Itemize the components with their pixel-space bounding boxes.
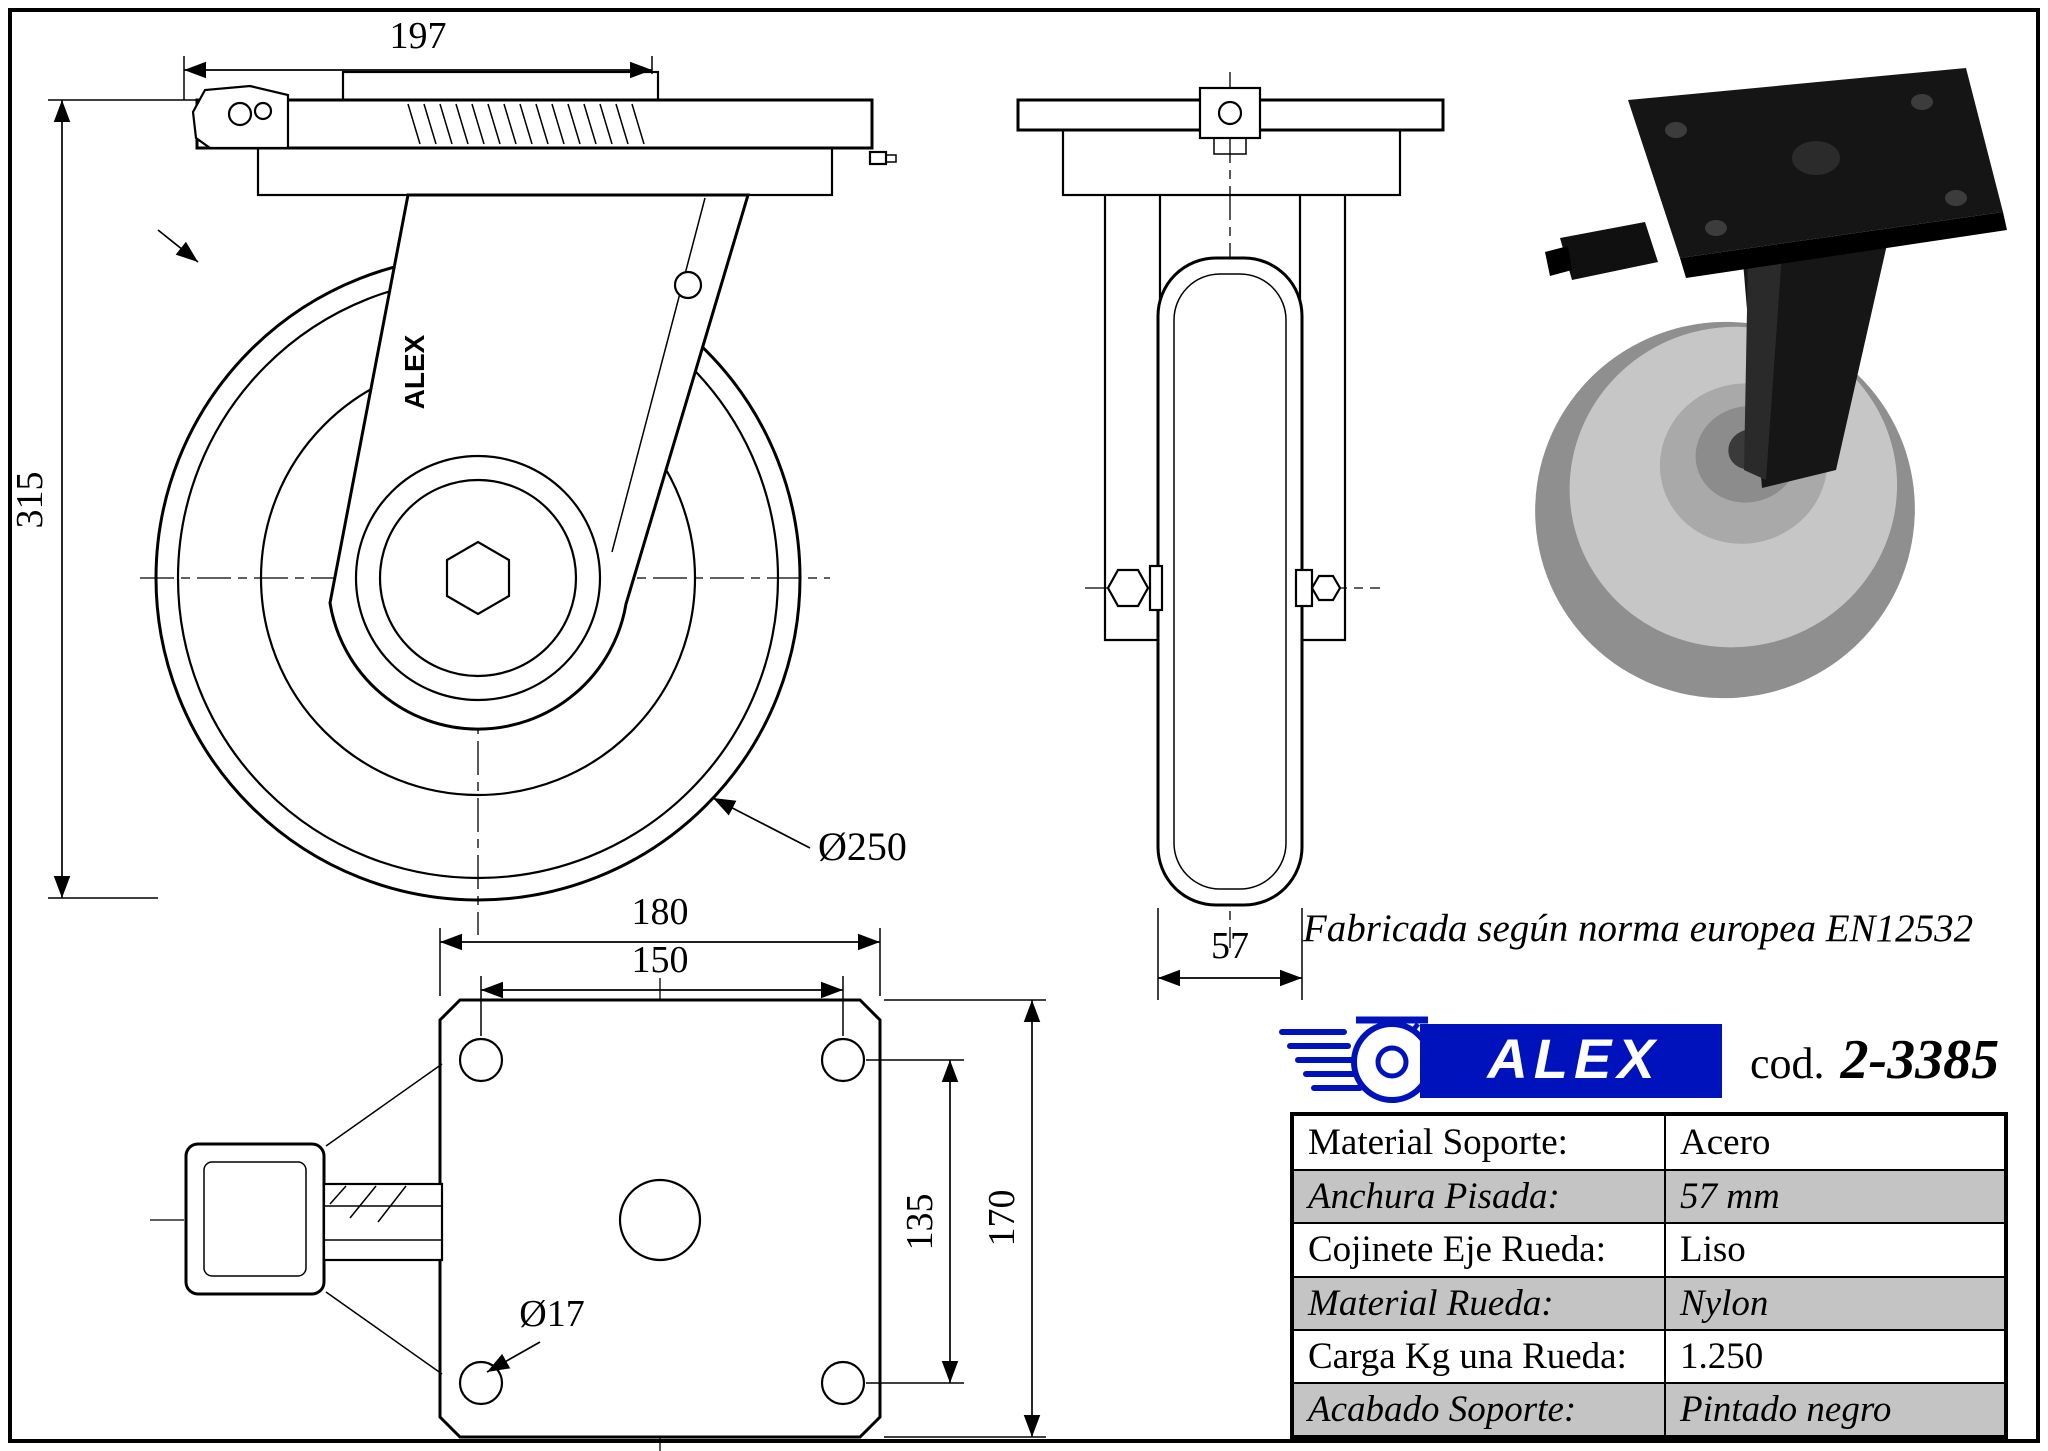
spec-value: Liso bbox=[1664, 1224, 2004, 1276]
brake-pivot-hole bbox=[227, 101, 253, 127]
dim-text-315: 315 bbox=[9, 472, 51, 529]
photo-fork-highlight bbox=[1744, 253, 1782, 480]
dimension-135: 135 bbox=[866, 1059, 964, 1384]
photo-wheel bbox=[1535, 321, 1915, 699]
dim-text-180: 180 bbox=[632, 891, 689, 933]
grease-fitting-tip bbox=[885, 154, 897, 163]
photo-plate-hole bbox=[1945, 190, 1967, 206]
plate-top-view: 180 150 135 170 Ø17 bbox=[150, 891, 1046, 1451]
brake-arm bbox=[322, 1182, 444, 1262]
photo-plate-center-hole bbox=[1792, 141, 1840, 175]
axle-nut bbox=[1310, 574, 1342, 602]
dim-text-d17: Ø17 bbox=[519, 1293, 584, 1335]
axle-bolt-head bbox=[1106, 568, 1150, 608]
axle-washer-right bbox=[1294, 568, 1314, 608]
wheel-diameter-callout: Ø250 bbox=[712, 797, 907, 869]
dimension-170: 170 bbox=[884, 999, 1046, 1438]
bolt-hole-top-left bbox=[458, 1037, 504, 1083]
dim-text-d250: Ø250 bbox=[818, 824, 907, 869]
logo-caster-wheel-icon bbox=[1351, 1021, 1433, 1103]
side-view: 57 bbox=[1016, 72, 1445, 1000]
dim-text-170: 170 bbox=[981, 1190, 1023, 1247]
product-code: cod. 2-3385 bbox=[1750, 1028, 1999, 1092]
fork-silhouette-line bbox=[325, 1063, 443, 1147]
spec-label: Material Rueda: bbox=[1308, 1282, 1554, 1324]
standard-note: Fabricada según norma europea EN12532 bbox=[1302, 907, 1974, 950]
spec-table: Material Soporte: Acero Anchura Pisada: … bbox=[1290, 1112, 2008, 1439]
brake-arm-hatch bbox=[329, 1185, 407, 1223]
photo-plate-hole bbox=[1665, 122, 1687, 138]
tread-leader-arrow bbox=[157, 229, 199, 263]
spec-row: Carga Kg una Rueda: 1.250 bbox=[1294, 1328, 2004, 1382]
dimension-150: 150 bbox=[480, 939, 844, 1036]
spec-value: Nylon bbox=[1664, 1277, 2004, 1329]
dimension-197: 197 bbox=[183, 15, 653, 100]
hub-inner-circle bbox=[378, 478, 578, 678]
fork-inner-edge bbox=[611, 197, 706, 553]
dimension-57: 57 bbox=[1157, 908, 1303, 1000]
bolt-hole-top-right bbox=[820, 1037, 866, 1083]
code-label: cod. bbox=[1750, 1039, 1825, 1088]
spec-row: Cojinete Eje Rueda: Liso bbox=[1294, 1222, 2004, 1276]
brake-pedal-inner bbox=[203, 1161, 307, 1277]
grease-fitting bbox=[868, 150, 888, 166]
logo-caster-hub-icon bbox=[1375, 1045, 1409, 1079]
bolt-hole-bottom-right bbox=[820, 1360, 866, 1406]
bearing-hatch bbox=[407, 103, 645, 145]
product-photo-3d bbox=[1535, 68, 2007, 699]
photo-plate-hole bbox=[1911, 94, 1933, 110]
photo-plate-hole bbox=[1705, 220, 1727, 236]
fork-silhouette-line bbox=[325, 1291, 443, 1375]
spec-label: Carga Kg una Rueda: bbox=[1308, 1335, 1627, 1377]
kingpin-bolt bbox=[1217, 100, 1243, 126]
kingpin-block bbox=[1198, 86, 1262, 140]
spec-value: Acero bbox=[1664, 1116, 2004, 1170]
center-hole bbox=[618, 1178, 702, 1262]
mounting-plate-edge bbox=[195, 98, 874, 150]
fork-bolt-hole bbox=[673, 270, 703, 300]
axle-hex-nut bbox=[445, 540, 511, 616]
brand-logo: ALEX bbox=[1279, 1016, 1722, 1103]
spec-label: Anchura Pisada: bbox=[1308, 1176, 1560, 1218]
spec-value: Pintado negro bbox=[1664, 1383, 2004, 1435]
fork-brand-stamp: ALEX bbox=[399, 334, 430, 409]
spec-value: 57 mm bbox=[1664, 1171, 2004, 1223]
bolt-hole-bottom-left bbox=[458, 1360, 504, 1406]
code-value: 2-3385 bbox=[1840, 1029, 2000, 1091]
dimension-180: 180 bbox=[439, 891, 881, 996]
axle-washer-left bbox=[1148, 564, 1164, 612]
dim-text-135: 135 bbox=[899, 1194, 941, 1251]
dim-text-57: 57 bbox=[1211, 925, 1249, 967]
kingpin-nut bbox=[1213, 137, 1247, 155]
spec-row: Material Rueda: Nylon bbox=[1294, 1275, 2004, 1329]
upper-plate-band bbox=[341, 70, 660, 102]
spec-label: Acabado Soporte: bbox=[1308, 1388, 1577, 1430]
photo-plate-edge bbox=[1680, 212, 2007, 278]
logo-speed-lines bbox=[1279, 1029, 1363, 1091]
dimension-315: 315 bbox=[9, 99, 196, 899]
swivel-housing bbox=[1061, 128, 1402, 197]
hole-diameter-callout: Ø17 bbox=[486, 1293, 585, 1373]
logo-box bbox=[1420, 1024, 1722, 1098]
spec-label: Material Soporte: bbox=[1308, 1122, 1568, 1164]
spec-value: 1.250 bbox=[1664, 1330, 2004, 1382]
spec-row: Anchura Pisada: 57 mm bbox=[1294, 1169, 2004, 1223]
front-view: ALEX 197 315 bbox=[9, 15, 907, 935]
brand-name: ALEX bbox=[1485, 1027, 1660, 1090]
brake-pedal bbox=[184, 1142, 326, 1296]
swivel-raceway bbox=[256, 146, 834, 197]
spec-row: Material Soporte: Acero bbox=[1294, 1116, 2004, 1170]
dim-text-197: 197 bbox=[390, 15, 447, 57]
photo-brake-tab bbox=[1545, 246, 1572, 276]
wheel-tread-shoulder bbox=[1173, 273, 1287, 890]
spec-row: Acabado Soporte: Pintado negro bbox=[1294, 1381, 2004, 1435]
wheel-profile bbox=[1156, 256, 1304, 907]
dim-text-150: 150 bbox=[632, 939, 689, 981]
brake-pin-hole bbox=[253, 101, 273, 121]
photo-brake-pedal bbox=[1560, 222, 1658, 280]
spec-label: Cojinete Eje Rueda: bbox=[1308, 1229, 1606, 1271]
